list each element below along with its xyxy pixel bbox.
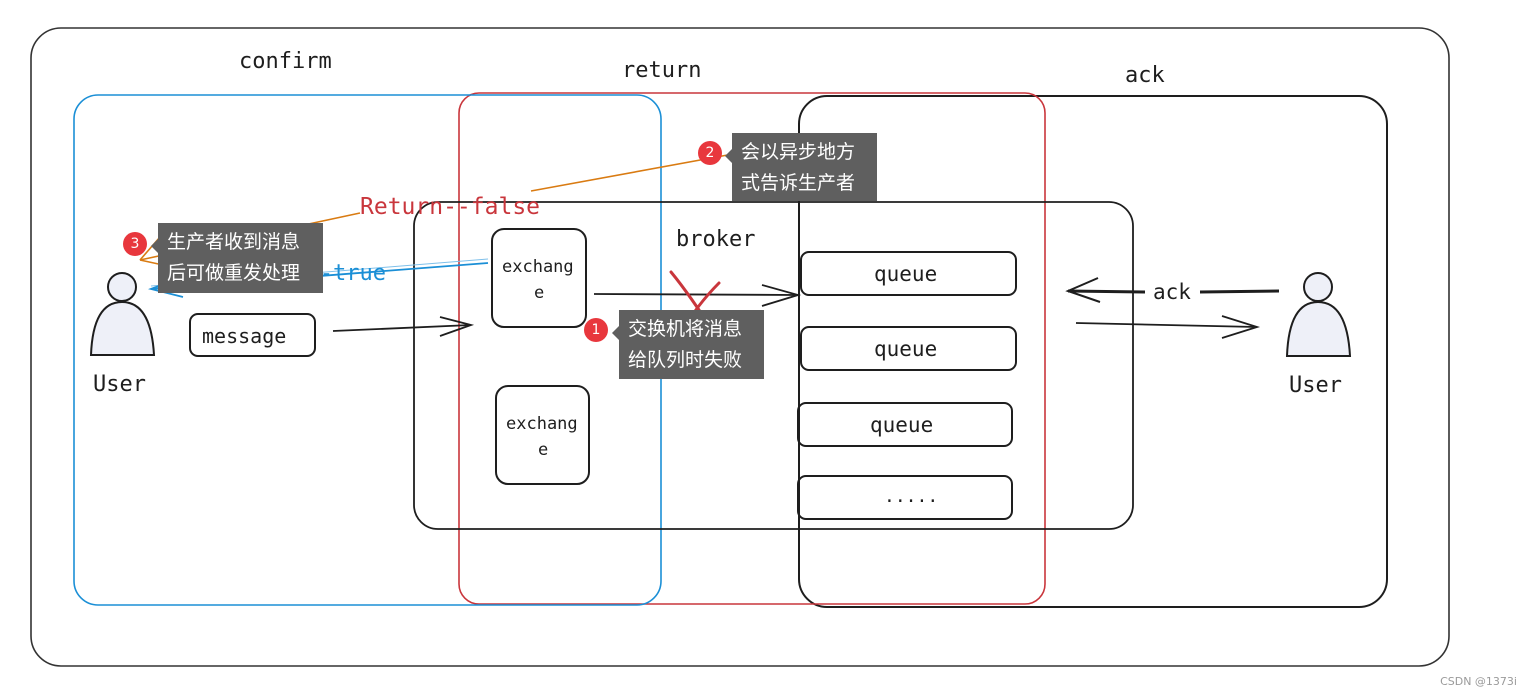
return-label: return [622, 58, 701, 83]
note-badge-1: 1 [584, 318, 608, 342]
queue-box-3 [797, 402, 1013, 447]
note-badge-3: 3 [123, 232, 147, 256]
note-2-pointer [725, 149, 732, 163]
queue-label-1: queue [874, 262, 937, 286]
watermark: CSDN @1373i [1440, 675, 1517, 688]
ack-return-arrow [1065, 277, 1280, 303]
outer-frame [30, 27, 1450, 667]
queue-box-1 [800, 251, 1017, 296]
note-1-line-2: 给队列时失败 [628, 349, 743, 371]
note-1-pointer [612, 326, 619, 340]
queue-label-4: ..... [884, 486, 938, 507]
note-3: 生产者收到消息 后可做重发处理 [151, 223, 323, 293]
note-3-line-2: 后可做重发处理 [167, 262, 301, 284]
return-false-label: Return--false [360, 194, 540, 220]
message-label: message [202, 324, 286, 348]
queue-to-user-arrow [1075, 315, 1261, 339]
message-box [189, 313, 316, 357]
broker-label: broker [676, 227, 755, 252]
queue-box-2 [800, 326, 1017, 371]
message-arrow [332, 316, 475, 337]
exchange-1-line1: exchang [502, 257, 574, 277]
broker-box [413, 201, 1134, 530]
note-2: 会以异步地方 式告诉生产者 [725, 133, 877, 201]
ack-arrow-label: ack [1153, 280, 1191, 304]
note-2-line-2: 式告诉生产者 [741, 172, 856, 194]
exchange-box-1 [491, 228, 587, 328]
exchange-to-queue-arrow [593, 284, 802, 307]
ack-section-label: ack [1125, 63, 1165, 88]
exchange-box-2 [495, 385, 590, 485]
queue-box-4 [797, 475, 1013, 520]
note-1-line-1: 交换机将消息 [628, 318, 743, 340]
note-1: 交换机将消息 给队列时失败 [612, 310, 764, 379]
queue-label-2: queue [874, 337, 937, 361]
left-user-label: User [93, 372, 146, 397]
exchange-2-line2: e [538, 440, 548, 460]
note-3-pointer [151, 239, 158, 253]
note-2-line-1: 会以异步地方 [741, 141, 856, 163]
exchange-2-line1: exchang [506, 414, 578, 434]
queue-label-3: queue [870, 413, 933, 437]
right-user-icon [1285, 272, 1352, 357]
exchange-1-line2: e [534, 283, 544, 303]
ack-region [798, 95, 1388, 608]
right-user-label: User [1289, 373, 1342, 398]
return-region [458, 92, 1046, 605]
left-user-icon [89, 272, 156, 356]
note-badge-2: 2 [698, 141, 722, 165]
confirm-label: confirm [239, 49, 332, 74]
note-3-line-1: 生产者收到消息 [167, 231, 301, 253]
